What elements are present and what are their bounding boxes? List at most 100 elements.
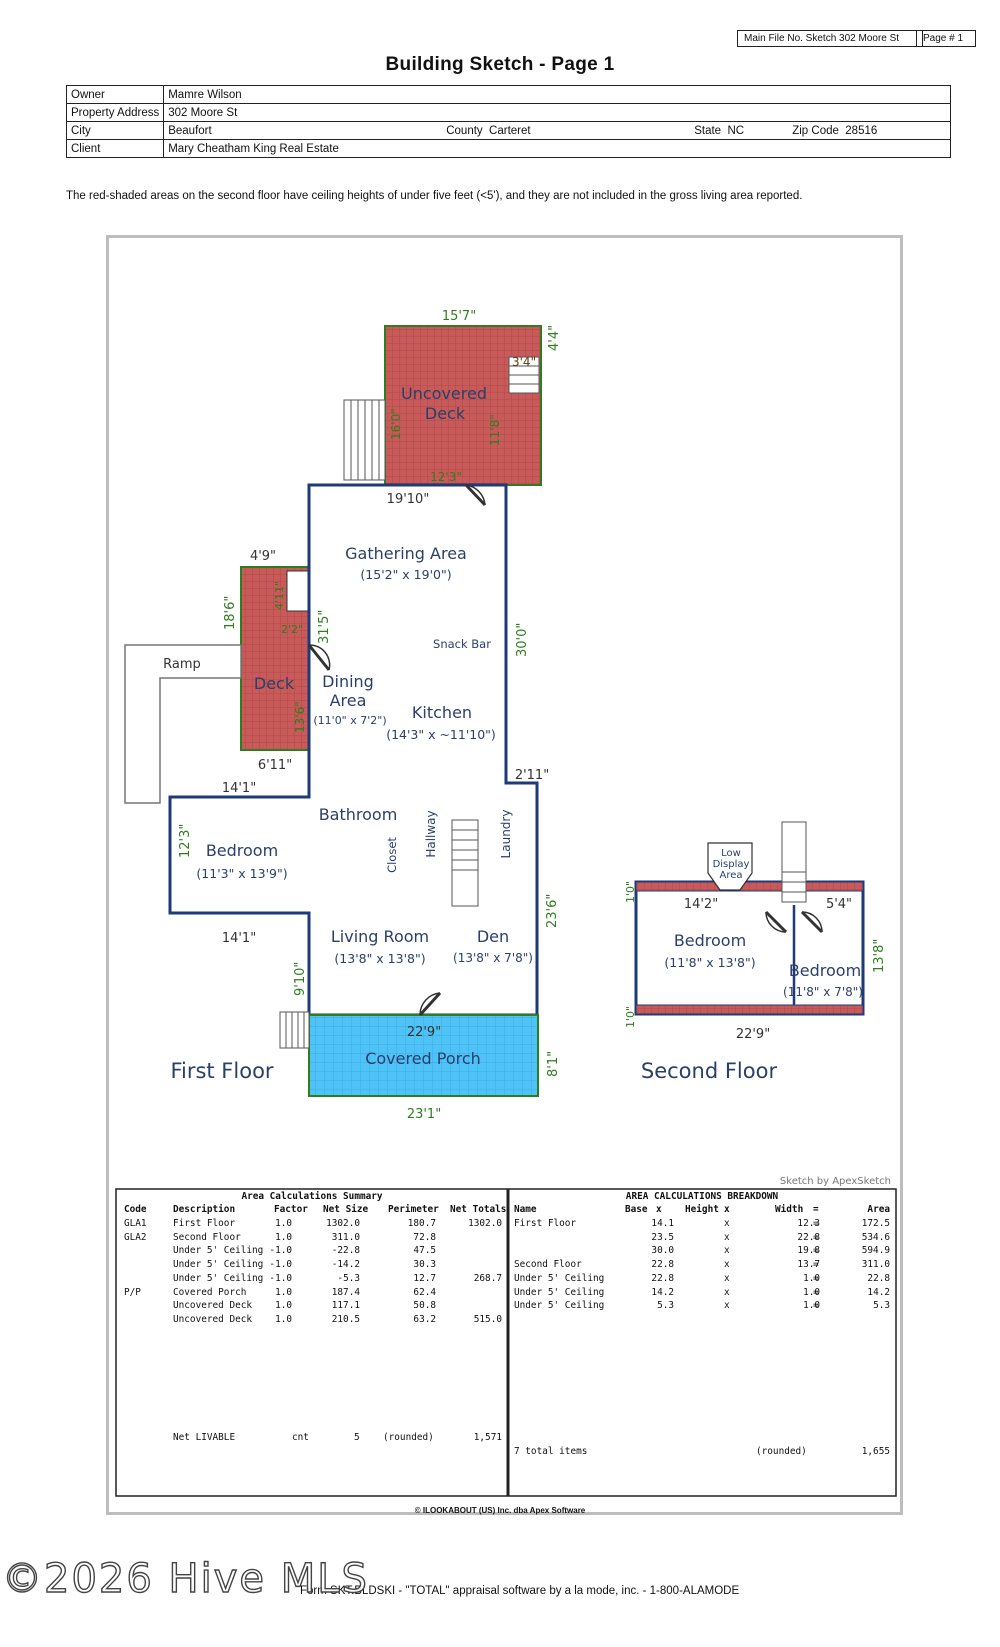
breakdown-cell-height: 13.7 [797,1259,820,1271]
net-livable-label: Net LIVABLE [173,1432,236,1443]
breakdown-cell-base: 14.2 [651,1286,674,1298]
breakdown-cell-area: 22.8 [867,1272,890,1284]
dim-9-10: 9'10" [293,962,308,996]
sketch-frame [106,235,903,1515]
dim-22-9-porch: 22'9" [407,1025,441,1040]
page-title: Building Sketch - Page 1 [385,54,615,75]
left-deck [240,566,310,751]
interior-stairs [451,819,479,907]
breakdown-header-x1: x [656,1204,662,1215]
summary-cell-factor: 1.0 [275,1300,292,1312]
summary-cell-description: Uncovered Deck [173,1300,253,1312]
hallway-label: Hallway [424,810,438,857]
breakdown-header-area: Area [867,1204,890,1215]
summary-header-net-size: Net Size [323,1204,369,1215]
client-value: Mary Cheatham King Real Estate [163,139,951,158]
breakdown-cell-area: 172.5 [861,1218,890,1229]
dim-13-8: 13'8" [872,939,887,973]
second-floor-low-ceiling-top [635,881,864,892]
living-room-label: Living Room [331,927,429,946]
dim-16-0: 16'0" [389,408,403,440]
summary-cell-code: GLA1 [124,1218,147,1229]
owner-label: Owner [65,85,165,104]
dim-3-4: 3'4" [512,355,536,369]
breakdown-cell-name: Under 5' Ceiling [514,1300,605,1312]
covered-porch-label: Covered Porch [365,1049,481,1068]
dim-4-11: 4'11" [273,581,286,610]
second-floor-outline [634,880,865,1016]
dimension-labels: 15'7" 4'4" 3'4" 16'0" 11'8" 12'3" 19'10"… [178,309,887,1122]
door-swings [307,483,487,1017]
summary-cell-perimeter: 12.7 [413,1272,436,1284]
summary-cell-description: Under 5' Ceiling [173,1272,264,1284]
low-display-area [707,842,753,891]
dim-18-6: 18'6" [223,596,238,630]
summary-cell-net-total: 515.0 [473,1313,502,1325]
breakdown-cell-base: 5.3 [657,1300,674,1312]
summary-header-net-totals: Net Totals [450,1204,507,1215]
breakdown-cell-equals: = [813,1286,819,1298]
dim-6-11: 6'11" [258,758,292,773]
area-summary-table: Area Calculations Summary Code Descripti… [118,1189,506,1494]
calc-tables-frame [115,1188,897,1497]
bedroom-dim: (11'3" x 13'9") [196,866,287,881]
net-livable-cnt-label: cnt [292,1432,309,1443]
dim-31-5: 31'5" [317,610,332,644]
footer-form-line: Form SKT.BLDSKI - "TOTAL" appraisal soft… [300,1585,740,1597]
second-bedroom-a-dim: (11'8" x 13'8") [664,955,755,970]
dim-4-9: 4'9" [250,549,276,564]
summary-cell-net-total: 1302.0 [468,1218,502,1229]
address-label: Property Address [65,103,165,122]
breakdown-cell-times: x [724,1245,730,1257]
second-floor-doors [764,910,824,934]
summary-cell-factor: -1.0 [269,1245,292,1257]
uncovered-deck-label-2: Deck [425,404,466,423]
low-display-label-2: Display [713,859,750,870]
breakdown-cell-base: 14.1 [651,1218,674,1229]
breakdown-cell-base: 22.8 [651,1259,674,1271]
area-breakdown-table: AREA CALCULATIONS BREAKDOWN Name Base x … [510,1189,894,1494]
summary-cell-perimeter: 47.5 [413,1245,436,1257]
property-info-table: Owner Mamre Wilson Property Address 302 … [65,85,952,158]
page-number: Page # 1 [916,30,976,47]
dim-11-8: 11'8" [488,414,502,446]
covered-porch [308,1014,539,1097]
dim-2-11: 2'11" [515,768,549,783]
summary-cell-description: Second Floor [173,1231,241,1243]
breakdown-cell-height: 1.0 [803,1300,820,1312]
breakdown-cell-times: x [724,1272,730,1284]
breakdown-cell-times: x [724,1259,730,1271]
owner-value: Mamre Wilson [163,85,951,104]
county-label: County [446,124,483,137]
kitchen-label: Kitchen [412,703,472,722]
low-display-label-1: Low [721,848,741,859]
summary-cell-description: Covered Porch [173,1286,247,1298]
dining-area-dim: (11'0" x 7'2") [313,714,386,727]
dim-8-1: 8'1" [546,1051,561,1077]
breakdown-title: AREA CALCULATIONS BREAKDOWN [625,1191,779,1202]
breakdown-cell-times: x [724,1218,730,1229]
breakdown-cell-times: x [724,1300,730,1312]
summary-cell-description: Under 5' Ceiling [173,1245,264,1257]
breakdown-cell-height: 22.8 [797,1231,820,1243]
breakdown-cell-equals: = [813,1272,819,1284]
snack-bar-label: Snack Bar [433,637,491,651]
copyright-line: © ILOOKABOUT (US) Inc. dba Apex Software [414,1506,586,1515]
breakdown-cell-name: Under 5' Ceiling [514,1286,605,1298]
summary-cell-net-size: 311.0 [331,1231,360,1243]
summary-cell-perimeter: 62.4 [413,1286,436,1298]
breakdown-header-width: Width [775,1204,804,1215]
deck-nook [286,570,312,612]
laundry-label: Laundry [499,810,513,859]
dim-30-0: 30'0" [515,623,530,657]
summary-cell-net-total: 268.7 [473,1272,502,1284]
dim-14-1-top: 14'1" [222,781,256,796]
watermark: ©2026 Hive MLS [1,1555,369,1602]
summary-cell-net-size: 1302.0 [326,1218,360,1229]
breakdown-cell-equals: = [813,1259,819,1271]
gathering-area-dim: (15'2" x 19'0") [360,567,451,582]
breakdown-cell-name: Under 5' Ceiling [514,1272,605,1284]
dim-23-1: 23'1" [407,1107,441,1122]
second-bedroom-a-label: Bedroom [674,931,746,950]
